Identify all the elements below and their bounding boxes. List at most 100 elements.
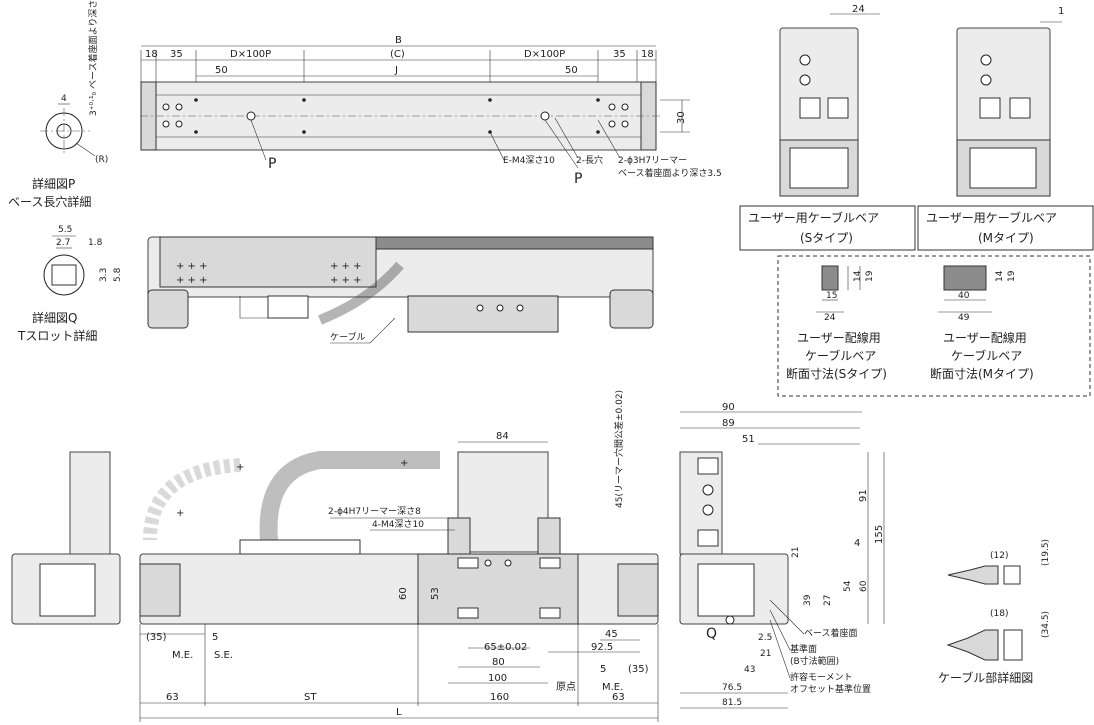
top-view: 18 35 D×100P B (C) D×100P 35 18 50 J 50 [140, 35, 722, 187]
svg-text:+: + [236, 462, 244, 473]
section-s-caption-3: 断面寸法(Sタイプ) [786, 366, 887, 381]
section-m-caption-2: ケーブルベア [951, 348, 1022, 363]
cable-detail-title: ケーブル部詳細図 [938, 670, 1033, 685]
cable-detail: (12) (19.5) (18) (34.5) ケーブル部詳細図 [938, 539, 1051, 685]
section-m-dim-40: 40 [958, 291, 970, 301]
detail-q-title-1: 詳細図Q [32, 310, 77, 325]
label-origin: 原点 [556, 681, 576, 693]
callout-ream-front: 2-ϕ4H7リーマー深さ8 [328, 506, 421, 517]
detail-q-title-2: Tスロット詳細 [17, 328, 97, 343]
slider-block-upper [159, 236, 377, 288]
section-s-dim-14: 14 [853, 270, 863, 282]
dim-35-right: 35 [613, 49, 626, 60]
section-s-dim-19: 19 [865, 270, 875, 282]
dim-60-front: 60 [398, 587, 409, 600]
dim-53: 53 [430, 587, 441, 600]
section-m-caption-3: 断面寸法(Mタイプ) [930, 366, 1034, 381]
dim-84: 84 [496, 431, 509, 442]
section-m: 14 19 40 49 ユーザー配線用 ケーブルベア 断面寸法(Mタイプ) [930, 265, 1034, 381]
detail-q-dim-3-3: 3.3 [99, 268, 109, 282]
dim-92-5: 92.5 [591, 642, 613, 653]
dim-63-left: 63 [166, 692, 179, 703]
section-s-dim-24: 24 [824, 313, 836, 323]
cable-bear-m-dim-1: 1 [1058, 6, 1064, 17]
dim-j: J [394, 65, 398, 76]
carriage-upper [407, 295, 559, 333]
detail-q-dim-5-5: 5.5 [58, 225, 72, 235]
callout-p-right: P [574, 171, 582, 187]
dim-18-left: 18 [145, 49, 158, 60]
detail-q-dim-1-8: 1.8 [88, 238, 103, 248]
dim-65: 65±0.02 [484, 642, 527, 653]
note-offset: オフセット基準位置 [790, 683, 871, 695]
side-rail [373, 236, 654, 250]
section-s-dim-15: 15 [826, 291, 837, 301]
dim-100: 100 [488, 673, 507, 684]
callout-ream-2: ベース着座面より深さ3.5 [618, 167, 722, 179]
cable-dim-19-5: (19.5) [1041, 539, 1051, 566]
cable-bear-s-caption-1: ユーザー用ケーブルベア [748, 210, 879, 225]
svg-text:+ + +: + + + [176, 261, 208, 272]
cable-bear-s-caption-2: (Sタイプ) [800, 231, 853, 245]
end-dim-39: 39 [803, 594, 813, 606]
callout-m4-front: 4-M4深さ10 [372, 519, 424, 530]
cable-bear-m: 1 ユーザー用ケーブルベア (Mタイプ) [917, 6, 1094, 251]
dim-35-left-front: (35) [146, 632, 167, 643]
front-view: +++ 84 45(リーマー穴間公差±0.02) 2-ϕ4H7リーマー深さ8 4… [11, 390, 659, 722]
end-dim-155: 155 [874, 525, 885, 544]
dim-45-ream: 45(リーマー穴間公差±0.02) [613, 390, 625, 508]
note-moment: 許容モーメント [790, 671, 853, 683]
cable-bear-m-caption-1: ユーザー用ケーブルベア [926, 210, 1057, 225]
detail-q: 5.5 2.7 1.8 3.3 5.8 詳細図Q Tスロット詳細 [17, 225, 123, 343]
section-dashed-box [777, 255, 1091, 397]
callout-slot: 2-長穴 [576, 154, 603, 166]
end-dim-54: 54 [843, 580, 853, 592]
dim-c: (C) [390, 49, 405, 60]
detail-p-depth: 3⁺⁰·¹₀ ベース着座面より深さ3.5 [87, 0, 99, 116]
end-dim-43: 43 [744, 665, 755, 675]
detail-p-dim-4: 4 [61, 94, 67, 104]
detail-q-dim-2-7: 2.7 [56, 238, 70, 248]
dim-35-right-front: (35) [628, 664, 649, 675]
note-b-range: (B寸法範囲) [790, 655, 839, 667]
svg-text:+ + +: + + + [330, 275, 362, 286]
end-view: 90 89 51 91 155 4 21 39 27 54 60 Q 2.5 2… [679, 402, 885, 709]
end-dim-21-b: 21 [760, 649, 771, 659]
cable-bear-m-caption-2: (Mタイプ) [978, 231, 1034, 245]
end-dim-90: 90 [722, 402, 735, 413]
dim-dx100p-left: D×100P [230, 49, 271, 60]
dim-45-right: 45 [605, 629, 618, 640]
mount-holes-top [162, 98, 629, 134]
detail-q-dim-5-8: 5.8 [113, 267, 123, 282]
label-me-right: M.E. [602, 682, 623, 693]
dim-st: ST [304, 692, 317, 703]
detail-p-title-1: 詳細図P [32, 176, 75, 191]
end-dim-60: 60 [859, 580, 869, 592]
end-dim-81-5: 81.5 [722, 698, 742, 708]
dim-18-right: 18 [641, 49, 654, 60]
dim-80: 80 [492, 657, 505, 668]
callout-em4: E-M4深さ10 [503, 155, 555, 166]
label-se: S.E. [214, 650, 233, 661]
end-dim-76-5: 76.5 [722, 683, 742, 693]
end-dim-21: 21 [791, 547, 801, 558]
dim-50-right: 50 [565, 65, 578, 76]
dim-160: 160 [490, 692, 509, 703]
callout-ream-1: 2-ϕ3H7リーマー [618, 156, 687, 166]
cable-bear-s: 24 ユーザー用ケーブルベア (Sタイプ) [739, 4, 916, 251]
svg-text:+: + [400, 458, 408, 469]
section-s-caption-2: ケーブルベア [805, 348, 876, 363]
detail-p-title-2: ベース長穴詳細 [8, 194, 91, 209]
note-ref-surface: 基準面 [790, 643, 817, 655]
section-m-dim-14: 14 [995, 270, 1005, 282]
end-dim-27: 27 [823, 595, 833, 606]
section-m-dim-19: 19 [1007, 270, 1017, 282]
svg-text:+ + +: + + + [176, 275, 208, 286]
end-q-label: Q [706, 626, 717, 642]
callout-p-left: P [268, 156, 276, 172]
dim-50-left: 50 [215, 65, 228, 76]
cable-dim-34-5: (34.5) [1041, 611, 1051, 638]
end-dim-51: 51 [742, 434, 755, 445]
svg-text:+ + +: + + + [330, 261, 362, 272]
